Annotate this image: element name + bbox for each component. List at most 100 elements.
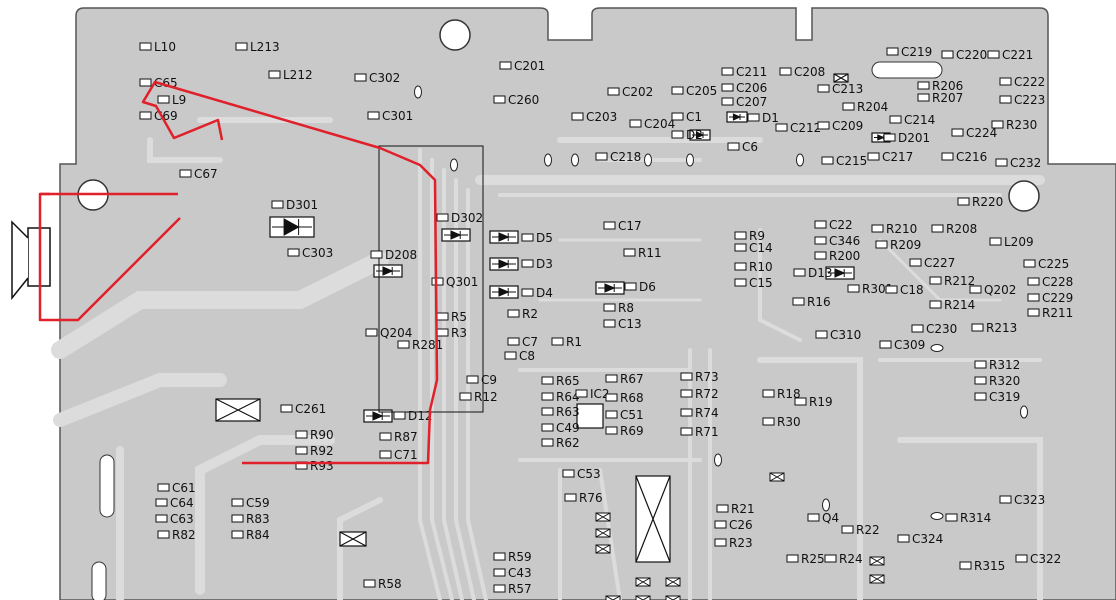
component-pad bbox=[507, 309, 520, 318]
component-c224: C224 bbox=[951, 126, 997, 140]
ic-small bbox=[576, 403, 604, 429]
slot bbox=[99, 454, 115, 518]
component-label: C322 bbox=[1030, 552, 1061, 566]
component-label: Q4 bbox=[822, 511, 839, 525]
solder-pad bbox=[544, 153, 552, 167]
component-label: C221 bbox=[1002, 48, 1033, 62]
jumper-pads bbox=[215, 73, 849, 547]
component-pad bbox=[575, 389, 588, 398]
component-label: R16 bbox=[807, 295, 831, 309]
solder-pad bbox=[571, 153, 579, 167]
component-pad bbox=[564, 493, 577, 502]
component-label: C219 bbox=[901, 45, 932, 59]
component-label: C67 bbox=[194, 167, 218, 181]
component-pad bbox=[999, 495, 1012, 504]
component-label: C323 bbox=[1014, 493, 1045, 507]
component-label: Q202 bbox=[984, 283, 1016, 297]
component-c214: C214 bbox=[889, 113, 935, 127]
component-label: R220 bbox=[972, 195, 1003, 209]
solder-pad bbox=[930, 512, 944, 520]
component-pad bbox=[897, 534, 910, 543]
component-label: Q204 bbox=[380, 326, 412, 340]
solder-pad bbox=[822, 498, 830, 512]
highlight-trace bbox=[38, 80, 439, 465]
component-label: C222 bbox=[1014, 75, 1045, 89]
component-pad bbox=[762, 417, 775, 426]
component-r11: R11 bbox=[623, 246, 662, 260]
component-r72: R72 bbox=[680, 387, 719, 401]
component-pad bbox=[721, 67, 734, 76]
component-pad bbox=[370, 250, 383, 259]
small-x-pads bbox=[595, 472, 885, 600]
component-c216: C216 bbox=[941, 150, 987, 164]
component-label: D13 bbox=[808, 266, 833, 280]
component-label: R68 bbox=[620, 391, 644, 405]
component-label: C209 bbox=[832, 119, 863, 133]
component-c13: C13 bbox=[603, 317, 642, 331]
component-label: R206 bbox=[932, 79, 963, 93]
component-label: D6 bbox=[639, 280, 656, 294]
component-pad bbox=[595, 152, 608, 161]
component-c225: C225 bbox=[1023, 257, 1069, 271]
component-pad bbox=[623, 248, 636, 257]
component-label: C213 bbox=[832, 82, 863, 96]
component-pad bbox=[605, 426, 618, 435]
component-pad bbox=[493, 552, 506, 561]
component-pad bbox=[999, 77, 1012, 86]
component-label: R207 bbox=[932, 91, 963, 105]
component-pad bbox=[929, 276, 942, 285]
component-pad bbox=[734, 278, 747, 287]
component-pad bbox=[987, 50, 1000, 59]
component-label: C261 bbox=[295, 402, 326, 416]
component-label: D3 bbox=[536, 257, 553, 271]
x-pad bbox=[665, 595, 681, 600]
component-c63: C63 bbox=[155, 512, 194, 526]
component-c207: C207 bbox=[721, 95, 767, 109]
component-label: R8 bbox=[618, 301, 634, 315]
component-label: C310 bbox=[830, 328, 861, 342]
component-label: R211 bbox=[1042, 306, 1073, 320]
component-r71: R71 bbox=[680, 425, 719, 439]
component-c67: C67 bbox=[179, 167, 218, 181]
component-pad bbox=[807, 513, 820, 522]
component-r67: R67 bbox=[605, 372, 644, 386]
component-pad bbox=[436, 312, 449, 321]
component-label: D208 bbox=[385, 248, 417, 262]
component-pad bbox=[499, 61, 512, 70]
component-label: D1 bbox=[762, 111, 779, 125]
component-pad bbox=[734, 262, 747, 271]
component-label: R82 bbox=[172, 528, 196, 542]
component-label: C202 bbox=[622, 85, 653, 99]
component-label: R210 bbox=[886, 222, 917, 236]
component-label: R1 bbox=[566, 335, 582, 349]
component-pad bbox=[716, 504, 729, 513]
component-pad bbox=[971, 323, 984, 332]
component-pad bbox=[974, 392, 987, 401]
component-c205: C205 bbox=[671, 84, 717, 98]
component-r90: R90 bbox=[295, 428, 334, 442]
component-label: R12 bbox=[474, 390, 498, 404]
component-pad bbox=[842, 102, 855, 111]
component-label: R62 bbox=[556, 436, 580, 450]
component-label: R23 bbox=[729, 536, 753, 550]
component-label: C319 bbox=[989, 390, 1020, 404]
component-pad bbox=[605, 410, 618, 419]
component-pad bbox=[1027, 277, 1040, 286]
solder-pad bbox=[796, 153, 804, 167]
component-pad bbox=[821, 156, 834, 165]
component-pad bbox=[157, 95, 170, 104]
component-label: C63 bbox=[170, 512, 194, 526]
component-label: R84 bbox=[246, 528, 270, 542]
component-pad bbox=[139, 78, 152, 87]
component-label: C224 bbox=[966, 126, 997, 140]
component-c261: C261 bbox=[280, 402, 326, 416]
component-ic2: IC2 bbox=[575, 387, 610, 401]
component-label: R213 bbox=[986, 321, 1017, 335]
component-pad bbox=[814, 251, 827, 260]
diode-icon bbox=[689, 129, 711, 141]
component-pad bbox=[139, 42, 152, 51]
component-r209: R209 bbox=[875, 238, 921, 252]
component-pad bbox=[867, 152, 880, 161]
component-pad bbox=[287, 248, 300, 257]
